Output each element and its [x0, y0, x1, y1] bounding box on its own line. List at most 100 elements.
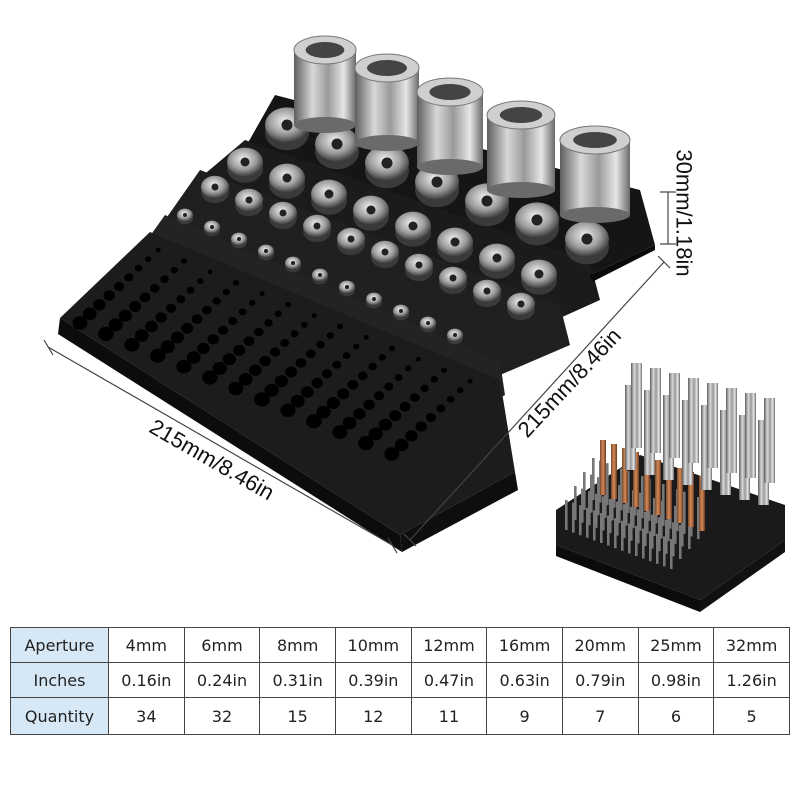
end-mill-holder — [644, 390, 655, 475]
hole — [82, 307, 97, 321]
hole — [134, 329, 149, 342]
table-cell: 7 — [561, 697, 639, 735]
hole — [326, 397, 340, 409]
hole — [384, 382, 394, 391]
hole — [353, 408, 366, 420]
hole — [165, 303, 177, 313]
collet-bore — [240, 157, 250, 167]
collet-bore — [381, 248, 389, 256]
end-mill — [679, 525, 682, 559]
hole — [93, 299, 106, 311]
hole — [249, 299, 256, 306]
hole — [134, 264, 143, 272]
end-mill-holder — [663, 395, 674, 480]
table-cell: 32mm — [713, 627, 790, 663]
end-mill — [628, 523, 631, 554]
end-mill — [630, 506, 633, 541]
end-mill-holder — [625, 385, 636, 470]
hole — [337, 323, 344, 330]
table-cell: 6 — [637, 697, 715, 735]
hole — [332, 360, 342, 369]
hole — [118, 309, 132, 322]
end-mill — [602, 496, 605, 531]
hole — [280, 338, 290, 347]
hole — [285, 366, 298, 378]
coated-drill — [666, 464, 672, 519]
holder-right-side — [590, 245, 655, 282]
table-cell: 25mm — [637, 627, 715, 663]
end-mill — [583, 472, 586, 510]
hole — [363, 399, 375, 410]
coated-drill — [655, 460, 661, 515]
holder-side-edge — [400, 472, 518, 552]
hole — [259, 291, 265, 297]
hole — [228, 381, 244, 396]
end-mill — [614, 518, 617, 549]
hole — [274, 310, 282, 318]
perforation-holes — [72, 247, 473, 461]
hole — [311, 377, 323, 389]
collet-bore — [581, 233, 593, 245]
hole — [301, 386, 314, 398]
end-mill — [632, 490, 635, 529]
table-cell: 8mm — [259, 627, 336, 663]
hole — [415, 356, 421, 362]
table-row-aperture: Aperture 4mm 6mm 8mm 10mm 12mm 16mm 20mm… — [10, 627, 790, 663]
collet-bore — [279, 209, 287, 217]
end-mill — [618, 485, 621, 523]
coated-drill — [633, 452, 639, 507]
collet-bore — [281, 119, 293, 131]
table-cell: 5 — [713, 697, 790, 735]
hole — [290, 330, 299, 338]
end-mill — [651, 514, 654, 549]
collet-bore — [366, 205, 376, 215]
hole — [311, 313, 317, 318]
row-header-quantity: Quantity — [10, 697, 109, 735]
collet-bore — [481, 195, 493, 207]
end-mill — [592, 458, 595, 500]
end-mill — [611, 482, 614, 521]
hole — [306, 349, 316, 359]
end-mill-holder — [701, 405, 712, 490]
end-mill — [660, 500, 663, 539]
end-mill — [637, 509, 640, 544]
end-mill — [600, 513, 603, 543]
hole — [155, 247, 161, 253]
end-mill — [627, 471, 630, 513]
collet-bore — [345, 285, 349, 289]
collet-bore — [426, 321, 430, 325]
end-mill-holder — [726, 388, 737, 473]
hole — [243, 336, 255, 346]
end-mill — [616, 501, 619, 536]
end-mill-holder — [758, 420, 769, 505]
coated-drill — [688, 472, 694, 527]
collet-bore — [408, 221, 418, 231]
table-cell: 9 — [486, 697, 563, 735]
hole — [446, 395, 455, 403]
large-collet-base — [487, 182, 555, 198]
hole — [430, 376, 438, 383]
end-mill-holder — [720, 410, 731, 495]
hole — [98, 326, 114, 341]
hole — [368, 427, 383, 441]
height-dimension-line — [660, 191, 676, 245]
end-mill — [595, 493, 598, 528]
table-cell: 0.16in — [108, 662, 185, 698]
hole — [202, 370, 218, 385]
hole — [191, 314, 203, 325]
collet-bore — [483, 287, 491, 295]
collet-bore — [183, 213, 187, 217]
end-mill — [593, 510, 596, 541]
hole — [155, 312, 167, 323]
end-mill — [672, 522, 675, 557]
hole — [228, 317, 238, 325]
hole — [337, 388, 350, 400]
hole — [145, 320, 158, 333]
hole — [295, 358, 307, 368]
end-mill — [623, 504, 626, 539]
hole — [332, 425, 348, 439]
hole — [176, 359, 192, 374]
hole — [253, 327, 264, 337]
hole — [394, 374, 403, 381]
